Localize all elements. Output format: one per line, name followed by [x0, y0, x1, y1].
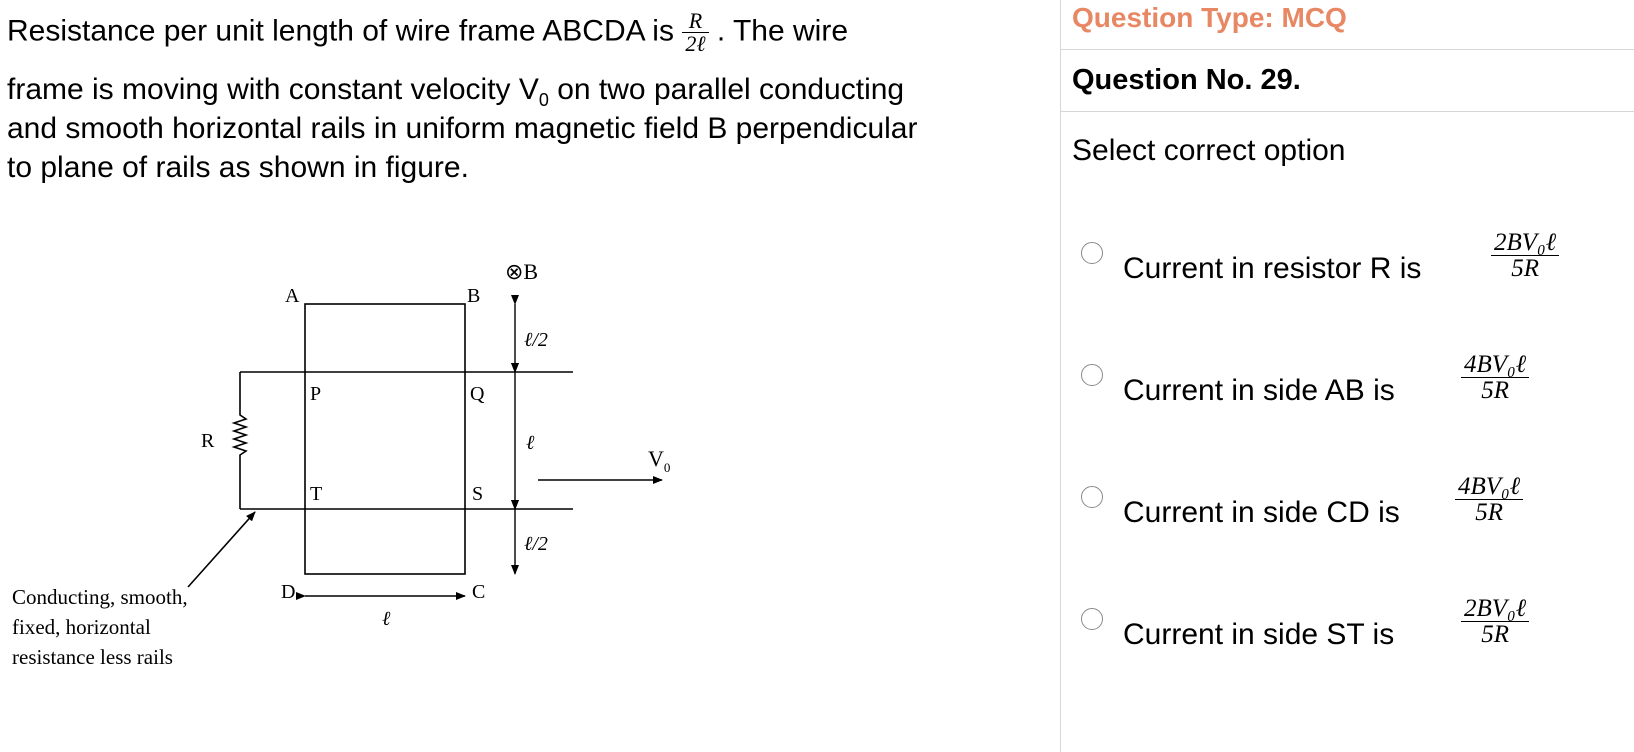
option-1-radio[interactable] [1081, 242, 1103, 264]
option-3-numerator: 4BV₀ℓ [1458, 473, 1521, 500]
option-4-radio[interactable] [1081, 608, 1103, 630]
question-pane: Resistance per unit length of wire frame… [7, 10, 918, 670]
question-number: Question No. 29. [1072, 64, 1301, 96]
option-1-denominator: 5R [1491, 255, 1560, 281]
option-1-numerator: 2BV₀ℓ [1494, 229, 1557, 256]
velocity-label: V0 [648, 446, 670, 475]
question-line-1: Resistance per unit length of wire frame… [7, 10, 848, 55]
rails-caption: fixed, horizontal [12, 615, 151, 639]
option-4-numerator: 2BV₀ℓ [1464, 595, 1527, 622]
pane-divider [1060, 0, 1061, 752]
label-r: R [201, 430, 215, 452]
question-text: Resistance per unit length of wire frame… [7, 14, 674, 48]
question-line-4: to plane of rails as shown in figure. [7, 151, 469, 184]
label-p: P [310, 383, 321, 405]
option-3-label: Current in side CD is [1123, 496, 1400, 529]
option-4[interactable]: Current in side ST is 2BV₀ℓ 5R [1081, 596, 1621, 688]
option-4-label: Current in side ST is [1123, 618, 1395, 651]
rails-caption: resistance less rails [12, 645, 173, 669]
resistance-fraction: R 2ℓ [682, 8, 709, 55]
label-t: T [310, 483, 322, 505]
option-2[interactable]: Current in side AB is 4BV₀ℓ 5R [1081, 352, 1621, 444]
rails-caption: Conducting, smooth, [12, 585, 188, 609]
velocity-subscript: 0 [538, 90, 549, 110]
answer-pane: Question Type: MCQ Question No. 29. Sele… [1061, 0, 1634, 752]
dim-label-middle: ℓ [526, 432, 535, 454]
select-instruction: Select correct option [1072, 134, 1346, 167]
velocity-symbol: V [648, 446, 664, 471]
option-2-numerator: 4BV₀ℓ [1464, 351, 1527, 378]
label-a: A [285, 285, 300, 307]
option-2-label: Current in side AB is [1123, 374, 1395, 407]
option-3[interactable]: Current in side CD is 4BV₀ℓ 5R [1081, 474, 1621, 566]
option-1-fraction: 2BV₀ℓ 5R [1491, 229, 1560, 281]
question-line-3: and smooth horizontal rails in uniform m… [7, 112, 918, 145]
label-c: C [472, 581, 485, 603]
option-3-denominator: 5R [1455, 499, 1524, 525]
fraction-denominator: 2ℓ [682, 32, 709, 55]
option-2-radio[interactable] [1081, 364, 1103, 386]
question-text: on two parallel conducting [548, 73, 905, 106]
wire-frame [304, 303, 466, 575]
option-4-fraction: 2BV₀ℓ 5R [1461, 595, 1530, 647]
fraction-numerator: R [688, 8, 703, 33]
option-2-fraction: 4BV₀ℓ 5R [1461, 351, 1530, 403]
question-text: . The wire [716, 14, 849, 48]
rails-pointer-arrow [187, 511, 256, 588]
label-s: S [472, 483, 483, 505]
velocity-subscript: 0 [664, 460, 671, 475]
circuit-figure: A B P Q T S D C R ⊗B ℓ/2 ℓ ℓ/2 ℓ V0 Cond… [12, 259, 670, 669]
question-type-label: Question Type: MCQ [1072, 2, 1347, 33]
resistor-symbol [231, 372, 249, 509]
option-2-denominator: 5R [1461, 377, 1530, 403]
magnetic-field-label: ⊗B [505, 259, 538, 284]
option-1-label: Current in resistor R is [1123, 252, 1422, 285]
label-q: Q [470, 383, 485, 405]
label-d: D [281, 581, 295, 603]
question-text: frame is moving with constant velocity V [7, 73, 539, 106]
divider-line [1061, 49, 1634, 50]
option-3-radio[interactable] [1081, 486, 1103, 508]
option-4-denominator: 5R [1461, 621, 1530, 647]
dim-label-width: ℓ [382, 608, 391, 630]
label-b: B [467, 285, 480, 307]
dim-label-bottom: ℓ/2 [524, 533, 548, 555]
option-1[interactable]: Current in resistor R is 2BV₀ℓ 5R [1081, 230, 1621, 322]
divider-line [1061, 111, 1634, 112]
dim-label-top: ℓ/2 [524, 329, 548, 351]
option-3-fraction: 4BV₀ℓ 5R [1455, 473, 1524, 525]
question-line-2: frame is moving with constant velocity V… [7, 72, 904, 118]
